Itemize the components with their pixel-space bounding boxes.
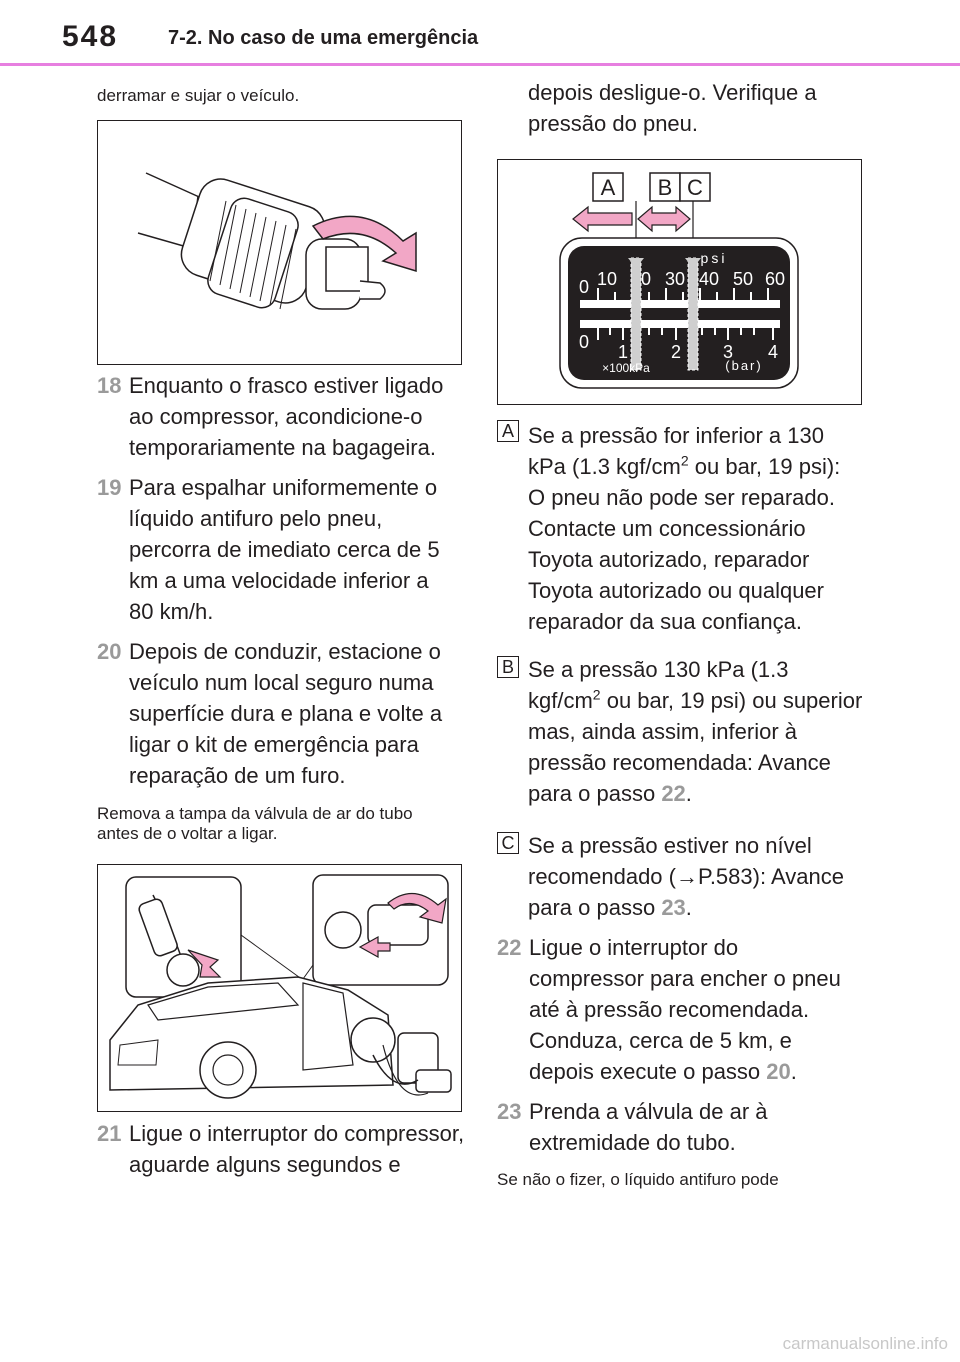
gauge-label-b: B	[658, 175, 673, 200]
psi-tick-label: 50	[733, 269, 753, 289]
step-text: Depois de conduzir, estacione o veículo …	[129, 639, 443, 788]
step-reference: 22	[661, 781, 686, 806]
figure-bottle-cap	[97, 120, 462, 365]
gauge-unit-bar: (bar)	[725, 358, 762, 373]
step-number: 18	[97, 373, 122, 398]
step-22-text-end: .	[790, 1059, 797, 1084]
gauge-label-box-c	[679, 172, 711, 202]
page-header: 548 7-2. No caso de uma emergência	[0, 0, 960, 66]
step-number: 21	[97, 1121, 122, 1146]
pressure-gauge-illustration: A B C psi 0 10 20 30 40 50 60 0 1 2 3 4	[559, 172, 799, 389]
step-number: 22	[497, 935, 522, 960]
figure-pressure-gauge: A B C psi 0 10 20 30 40 50 60 0 1 2 3 4	[497, 159, 862, 405]
step-text: Ligue o interruptor do compressor, aguar…	[129, 1121, 465, 1177]
bar-tick-label: 3	[723, 342, 733, 362]
item-c-text-mid: P.583): Avance para o passo	[528, 864, 844, 920]
psi-tick-label: 40	[699, 269, 719, 289]
badge-a: A	[497, 420, 519, 442]
psi-tick-label: 30	[665, 269, 685, 289]
gauge-label-c: C	[687, 175, 703, 200]
step-text: Prenda a válvula de ar à extremidade do …	[529, 1099, 768, 1155]
superscript: 2	[680, 452, 689, 469]
psi-tick-label: 60	[765, 269, 785, 289]
top-note: derramar e sujar o veículo.	[97, 86, 300, 105]
item-b-text-end: .	[685, 781, 692, 806]
bottom-note: Se não o fizer, o líquido antifuro pode	[497, 1170, 779, 1189]
item-b-text-start: Se a pressão 130 kPa (1.3 kgf/cm	[528, 657, 789, 713]
step-number: 19	[97, 475, 122, 500]
step-reference: 23	[661, 895, 686, 920]
step-21-continuation: depois desligue-o. Verifique a pressão d…	[528, 80, 817, 136]
gauge-label-box-a	[592, 172, 624, 202]
item-c-text: Se a pressão estiver no nível recomendad…	[528, 830, 863, 923]
superscript: 2	[592, 686, 601, 703]
item-a-text-start: Se a pressão for inferior a 130 kPa (1.3…	[528, 423, 824, 479]
bar-tick-label: 4	[768, 342, 778, 362]
badge-c: C	[497, 832, 519, 854]
item-a-text-end: ou bar, 19 psi): O pneu não pode ser rep…	[528, 454, 841, 634]
item-b-text-mid: ou bar, 19 psi) ou superior mas, ainda a…	[528, 688, 863, 806]
bar-tick-label: 2	[671, 342, 681, 362]
step-text: Ligue o interruptor do compressor para e…	[529, 932, 859, 1087]
step-text: Enquanto o frasco estiver ligado ao comp…	[129, 373, 444, 460]
badge-b: B	[497, 656, 519, 678]
bar-tick-label: 0	[579, 332, 589, 352]
gauge-unit-psi: psi	[701, 250, 728, 266]
figure-car-compressor	[97, 864, 462, 1112]
item-c-text-end: .	[685, 895, 692, 920]
step-reference: 20	[766, 1059, 791, 1084]
gauge-label-a: A	[601, 175, 616, 200]
psi-tick-label: 10	[597, 269, 617, 289]
item-c-text-start: Se a pressão estiver no nível recomendad…	[528, 833, 812, 889]
step-text: Para espalhar uniformemente o líquido an…	[129, 475, 440, 624]
watermark: carmanualsonline.info	[782, 1334, 948, 1353]
bottle-cap-illustration	[137, 172, 417, 310]
bar-tick-label: 1	[618, 342, 628, 362]
item-a-text: Se a pressão for inferior a 130 kPa (1.3…	[528, 420, 863, 637]
reconnect-note: Remova a tampa da válvula de ar do tubo …	[97, 804, 413, 843]
gauge-unit-kpa: ×100kPa	[602, 361, 650, 375]
car-compressor-illustration	[109, 874, 452, 1099]
header-rule	[0, 63, 960, 66]
step-22-text: Ligue o interruptor do compressor para e…	[529, 935, 841, 1084]
step-number: 20	[97, 639, 122, 664]
page-number: 548	[62, 20, 119, 53]
arrow-icon: →	[675, 864, 698, 889]
item-b-text: Se a pressão 130 kPa (1.3 kgf/cm2 ou bar…	[528, 654, 863, 809]
step-number: 23	[497, 1099, 522, 1124]
section-title: 7-2. No caso de uma emergência	[168, 27, 479, 49]
psi-tick-label: 0	[579, 277, 589, 297]
